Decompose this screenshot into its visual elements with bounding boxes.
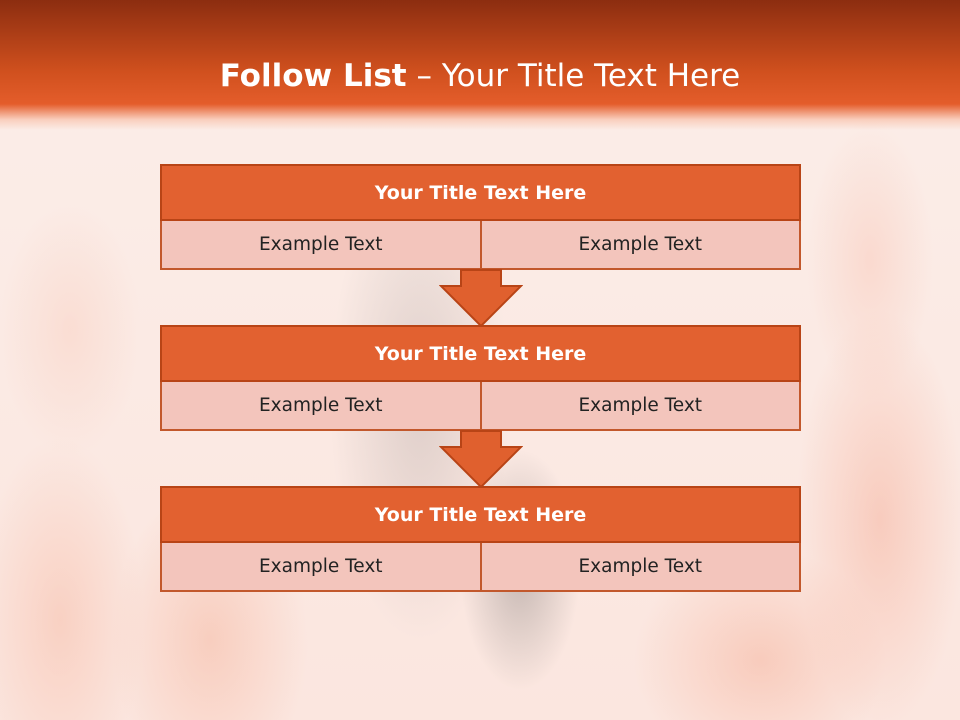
slide-title-rest: – Your Title Text Here: [406, 58, 741, 94]
step-cell-right: Example Text: [481, 382, 801, 431]
step-block-2: Your Title Text Here Example Text Exampl…: [160, 325, 801, 431]
down-arrow-icon: [439, 269, 523, 328]
step-title: Your Title Text Here: [160, 486, 801, 543]
header-band: [0, 0, 960, 130]
step-cell-left: Example Text: [160, 221, 482, 270]
step-cell-right: Example Text: [481, 543, 801, 592]
slide-title-bold: Follow List: [219, 58, 407, 94]
step-title: Your Title Text Here: [160, 325, 801, 382]
step-row: Example Text Example Text: [160, 382, 801, 431]
step-title: Your Title Text Here: [160, 164, 801, 221]
step-cell-left: Example Text: [160, 543, 482, 592]
step-block-3: Your Title Text Here Example Text Exampl…: [160, 486, 801, 592]
step-cell-left: Example Text: [160, 382, 482, 431]
step-row: Example Text Example Text: [160, 543, 801, 592]
step-row: Example Text Example Text: [160, 221, 801, 270]
down-arrow-icon: [439, 430, 523, 489]
step-cell-right: Example Text: [481, 221, 801, 270]
step-block-1: Your Title Text Here Example Text Exampl…: [160, 164, 801, 270]
slide-title: Follow List – Your Title Text Here: [0, 56, 960, 96]
